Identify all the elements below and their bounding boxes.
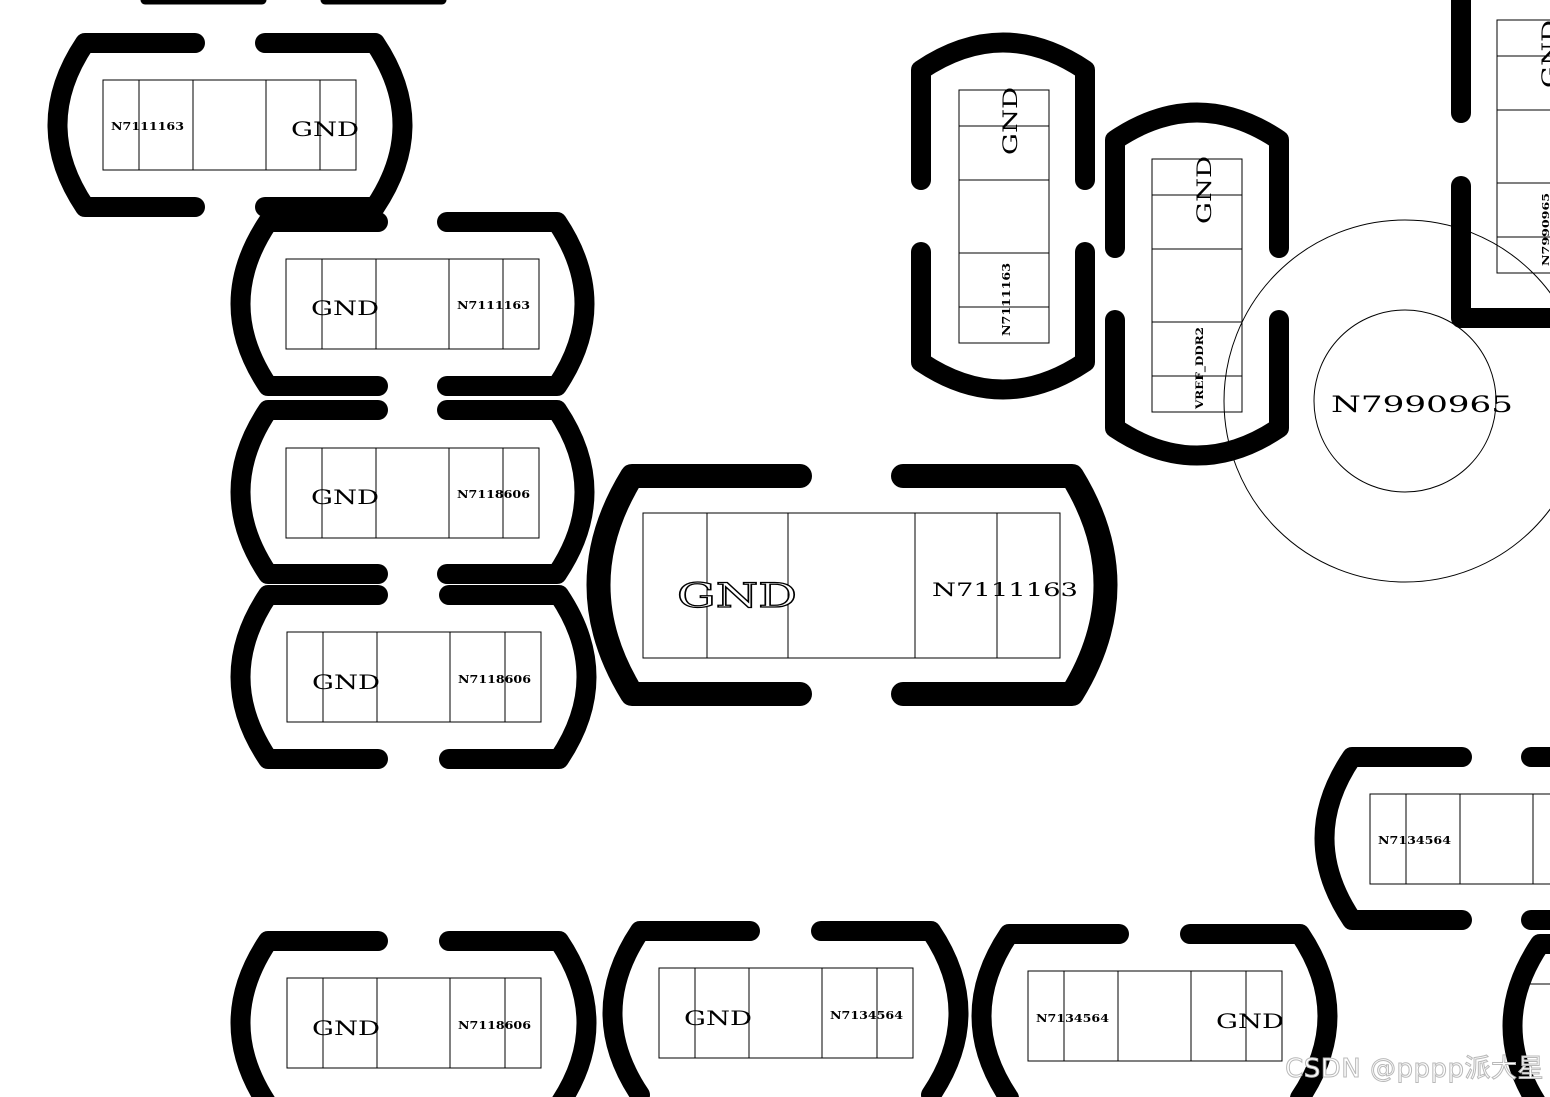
net-label: N7118606	[458, 673, 531, 686]
net-label: GND	[677, 576, 797, 616]
net-label: N7111163	[932, 579, 1078, 601]
net-label: GND	[291, 117, 359, 141]
capacitor-footprint-bottom-1[interactable]: GND N7118606	[230, 931, 597, 1097]
capacitor-footprint-4[interactable]: GND N7118606	[230, 585, 597, 769]
net-label: N7111163	[457, 299, 530, 312]
net-label: N7134564	[1036, 1012, 1109, 1025]
net-label: N7134564	[1378, 834, 1451, 847]
capacitor-footprint-bottom-3[interactable]: N7134564 GND	[971, 924, 1338, 1097]
net-label: GND	[1192, 156, 1216, 224]
net-label: N7118606	[458, 1019, 531, 1032]
net-label: N7990965	[1542, 193, 1550, 266]
net-label: GND	[998, 87, 1022, 155]
capacitor-footprint-vertical-partial[interactable]: GND N7990965	[1451, 0, 1550, 328]
capacitor-footprint-1[interactable]: N7111163 GND	[47, 33, 413, 217]
net-label: GND	[311, 485, 379, 509]
via-n7990965[interactable]: N7990965	[1223, 219, 1550, 583]
net-label: GND	[311, 296, 379, 320]
capacitor-footprint-right-partial[interactable]: N7134564	[1314, 747, 1550, 930]
net-label: N7118606	[457, 488, 530, 501]
capacitor-footprint-3[interactable]: GND N7118606	[230, 400, 595, 584]
net-label: N7111163	[111, 120, 184, 133]
net-label: GND	[684, 1006, 752, 1030]
net-label: VREF_DDR2	[1195, 327, 1206, 410]
capacitor-footprint-vertical-2[interactable]: GND VREF_DDR2	[1105, 102, 1289, 466]
net-label: GND	[1537, 20, 1550, 88]
net-label: N7111163	[1000, 263, 1013, 336]
capacitor-footprint-vertical-1[interactable]: GND N7111163	[911, 32, 1095, 400]
capacitor-footprint-large[interactable]: GND N7111163	[586, 464, 1118, 706]
net-label: GND	[312, 670, 380, 694]
net-label: N7990965	[1331, 393, 1513, 418]
capacitor-footprint-2[interactable]: GND N7111163	[230, 212, 595, 396]
net-label: N7134564	[830, 1009, 903, 1022]
watermark-text: CSDN @pppp派大星	[1285, 1054, 1544, 1085]
capacitor-footprint-bottom-2[interactable]: GND N7134564	[602, 921, 969, 1097]
net-label: GND	[1216, 1009, 1284, 1033]
net-label: GND	[312, 1016, 380, 1040]
partial-pad-bottom-right	[1502, 934, 1550, 1097]
